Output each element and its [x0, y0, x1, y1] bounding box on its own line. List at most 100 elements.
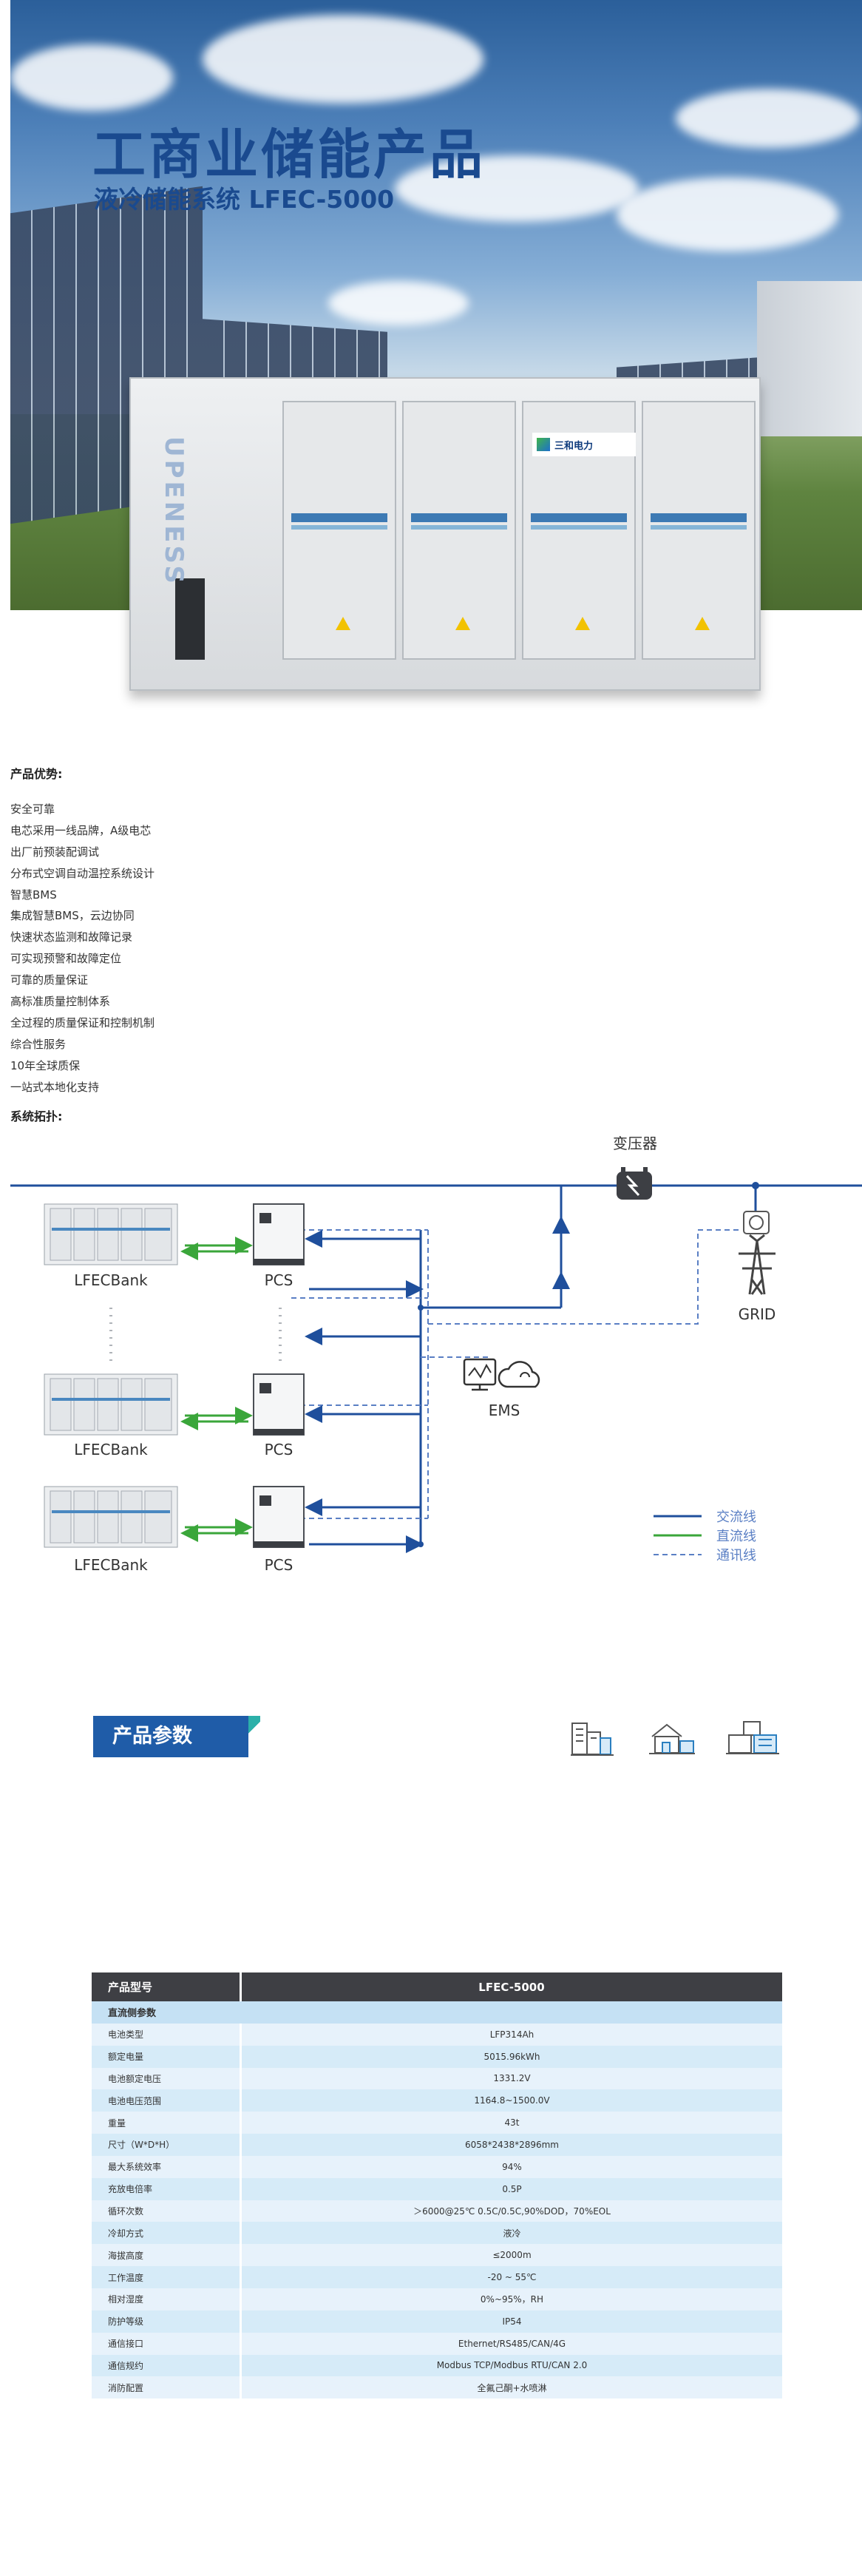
row-key: 通信规约 [92, 2354, 242, 2377]
row-key: 最大系统效率 [92, 2155, 242, 2178]
table-group-row: 直流侧参数 [92, 2001, 782, 2024]
row-key: 防护等级 [92, 2310, 242, 2333]
table-row: 消防配置全氟己酮+水喷淋 [92, 2376, 782, 2399]
table-header-row: 产品型号 LFEC-5000 [92, 1972, 782, 2001]
row-key: 冷却方式 [92, 2222, 242, 2245]
table-row: 工作温度-20 ~ 55℃ [92, 2266, 782, 2288]
storage-container-image [129, 377, 761, 691]
cloud [328, 281, 469, 325]
legend-ac: 交流线 [716, 1510, 756, 1525]
row-key: 重量 [92, 2112, 242, 2134]
row-value: 6058*2438*2896mm [240, 2134, 782, 2156]
cabinet-door [642, 401, 756, 660]
warning-icon [455, 617, 470, 630]
bank-label: LFECBank [74, 1271, 148, 1289]
row-value: 0.5P [240, 2177, 782, 2200]
warning-icon [575, 617, 590, 630]
legend: 交流线 直流线 通讯线 [654, 1510, 756, 1563]
row-key: 循环次数 [92, 2200, 242, 2222]
row-value: 43t [240, 2112, 782, 2134]
brand-logo: 三和电力 [532, 433, 636, 456]
system-topology-diagram: 变压器 GRID [10, 1124, 862, 1583]
list-item: 出厂前预装配调试 [10, 845, 100, 859]
grid-tower-icon [739, 1182, 776, 1295]
list-item: 高标准质量控制体系 [10, 995, 111, 1009]
ems-label: EMS [489, 1402, 520, 1419]
cabinet-door [402, 401, 516, 660]
table-row: 海拔高度≤2000m [92, 2244, 782, 2267]
factory-icon [726, 1721, 779, 1754]
row-key: 通信接口 [92, 2332, 242, 2355]
list-item: 可实现预警和故障定位 [10, 952, 122, 966]
table-row: 循环次数＞6000@25℃ 0.5C/0.5C,90%DOD，70%EOL [92, 2200, 782, 2222]
row-value: Modbus TCP/Modbus RTU/CAN 2.0 [240, 2354, 782, 2377]
row-value: 5015.96kWh [240, 2045, 782, 2068]
legend-comm: 通讯线 [716, 1548, 756, 1563]
background-cabinets [757, 281, 862, 436]
row-key: 相对湿度 [92, 2288, 242, 2310]
list-item: 全过程的质量保证和控制机制 [10, 1015, 155, 1030]
bank-label: LFECBank [74, 1441, 148, 1458]
group-label: 直流侧参数 [92, 2001, 782, 2024]
row-key: 额定电量 [92, 2045, 242, 2068]
list-item: 分布式空调自动温控系统设计 [10, 866, 155, 880]
cloud [676, 89, 861, 148]
table-row: 尺寸（W*D*H）6058*2438*2896mm [92, 2134, 782, 2156]
list-item: 综合性服务 [10, 1037, 67, 1051]
row-key: 工作温度 [92, 2266, 242, 2288]
params-banner: 产品参数 [93, 1716, 260, 1757]
legend-dc: 直流线 [716, 1529, 756, 1544]
advantages-heading: 产品优势: [10, 767, 63, 781]
table-row: 冷却方式液冷 [92, 2222, 782, 2245]
control-panel [175, 578, 205, 660]
comm-lines [109, 1229, 742, 1519]
lfec-bank-icon [44, 1373, 178, 1436]
list-item: 安全可靠 [10, 802, 55, 816]
container-brand-text: UPENESS [159, 436, 189, 586]
pcs-label: PCS [265, 1441, 293, 1458]
ems-monitor-icon [463, 1358, 497, 1391]
list-item: 集成智慧BMS，云边协同 [10, 909, 135, 923]
header-model: 产品型号 [92, 1972, 242, 2001]
cloud [617, 178, 838, 251]
row-value: 1164.8~1500.0V [240, 2089, 782, 2112]
list-item: 一站式本地化支持 [10, 1080, 100, 1094]
bank-label: LFECBank [74, 1556, 148, 1574]
grid-label: GRID [739, 1305, 776, 1323]
lfec-bank-icon [44, 1203, 178, 1265]
warning-icon [695, 617, 710, 630]
list-item: 10年全球质保 [10, 1058, 81, 1072]
advantages-list: 安全可靠 电芯采用一线品牌，A级电芯 出厂前预装配调试 分布式空调自动温控系统设… [10, 799, 155, 1098]
row-value: 全氟己酮+水喷淋 [240, 2376, 782, 2399]
row-value: 液冷 [240, 2222, 782, 2245]
row-value: -20 ~ 55℃ [240, 2266, 782, 2288]
cabinet-door [282, 401, 396, 660]
pcs-icon [253, 1203, 305, 1265]
banner-bg [93, 1716, 248, 1757]
house-icon [649, 1723, 695, 1754]
row-key: 消防配置 [92, 2376, 242, 2399]
cloud-icon [498, 1361, 540, 1388]
row-value: 94% [240, 2155, 782, 2178]
list-item: 智慧BMS [10, 888, 57, 902]
pcs-label: PCS [265, 1556, 293, 1574]
header-value: LFEC-5000 [240, 1972, 782, 2001]
transformer-icon [617, 1167, 652, 1200]
row-value: ＞6000@25℃ 0.5C/0.5C,90%DOD，70%EOL [240, 2200, 782, 2222]
cloud [395, 155, 639, 222]
page-subtitle: 液冷储能系统 LFEC-5000 [94, 185, 395, 214]
list-item: 可靠的质量保证 [10, 973, 89, 987]
logo-icon [537, 438, 550, 451]
row-key: 海拔高度 [92, 2244, 242, 2267]
row-value: Ethernet/RS485/CAN/4G [240, 2332, 782, 2355]
